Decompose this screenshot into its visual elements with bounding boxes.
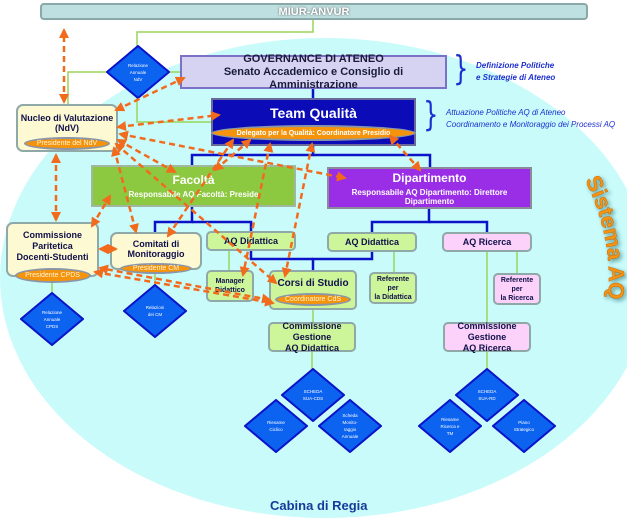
- arrow-ndv-cm: [111, 146, 139, 234]
- dipartimento-title: Dipartimento: [392, 170, 467, 185]
- aq-didattica-dipartimento-box: AQ Didattica: [327, 232, 417, 252]
- doc-riesame-ricerca: Riesame Ricerca e TM: [418, 399, 482, 453]
- doc-relazioni-cm-label: Relazioni dei CM: [145, 305, 165, 317]
- governance-subtitle: Senato Accademico e Consiglio di Amminis…: [223, 65, 404, 91]
- nucleo-role-oval: Presidente del NdV: [24, 137, 110, 150]
- cgd-line1: Commissione Gestione: [282, 320, 342, 342]
- doc-scheda-sua-cds-label: SCHEDA SUA-CDS: [302, 389, 324, 401]
- arrow-cpds-facolta: [90, 194, 112, 228]
- doc-relazione-cpds-label: Relazione Annuale CPDS: [41, 309, 62, 329]
- commissione-gestione-ricerca-box: Commissione Gestione AQ Ricerca: [443, 320, 531, 353]
- aq-didattica-dipartimento-label: AQ Didattica: [344, 237, 399, 247]
- governance-note-line1: Definizione Politiche: [476, 61, 555, 70]
- governance-brace-icon: }: [453, 49, 469, 89]
- sistema-aq-text: Sistema AQ: [580, 171, 627, 300]
- aq-ricerca-box: AQ Ricerca: [442, 232, 532, 252]
- doc-scheda-monitoraggio: Scheda Monito- raggio Annuale: [318, 399, 382, 453]
- arrow-team-facolta: [213, 138, 252, 172]
- doc-scheda-sua-cds: SCHEDA SUA-CDS: [281, 368, 345, 422]
- cpds-title-line1: Commissione Paritetica: [22, 230, 82, 251]
- doc-riesame-ricerca-label: Riesame Ricerca e TM: [440, 416, 460, 436]
- arrow-team-cds: [281, 142, 316, 278]
- cpds-title-line2: Docenti-Studenti: [16, 252, 89, 262]
- corsi-studio-role-oval: Coordinatore CdS: [275, 293, 351, 306]
- nucleo-title: Nucleo di Valutazione (NdV): [20, 113, 114, 133]
- nucleo-role: Presidente del NdV: [36, 140, 98, 147]
- team-note-line1: Attuazione Politiche AQ di Ateneo: [446, 108, 566, 117]
- svg-text:Sistema AQ: Sistema AQ: [581, 172, 627, 300]
- org-line: [429, 220, 489, 232]
- arrow-team-dipartimento: [388, 134, 422, 172]
- doc-riesame-ciclico: Riesame Ciclico: [244, 399, 308, 453]
- referente-ricerca-line2: la Ricerca: [500, 294, 534, 302]
- governance-note: Definizione Politiche e Strategie di Ate…: [476, 60, 555, 84]
- team-qualita-title: Team Qualità: [270, 105, 357, 121]
- doc-scheda-sua-rd-label: SCHEDA SUA-RD: [477, 389, 497, 401]
- referente-didattica-box: Referente per la Didattica: [369, 272, 417, 304]
- team-note-line2: Coordinamento e Monitoraggio dei Process…: [446, 120, 616, 129]
- org-line: [370, 209, 431, 232]
- referente-ricerca-line1: Referente per: [500, 276, 534, 293]
- doc-piano-strategico-label: Piano Strategico: [513, 420, 535, 432]
- arrow-ndv-governance: [114, 76, 186, 112]
- governance-box: GOVERNANCE DI ATENEO Senato Accademico e…: [180, 52, 447, 91]
- dipartimento-box: Dipartimento Responsabile AQ Dipartiment…: [327, 167, 532, 209]
- governance-note-line2: e Strategie di Ateneo: [476, 73, 556, 82]
- team-note: Attuazione Politiche AQ di Ateneo Coordi…: [446, 107, 615, 131]
- doc-relazione-cpds: Relazione Annuale CPDS: [20, 292, 84, 346]
- cgd-line2: AQ Didattica: [284, 342, 339, 353]
- miur-anvur-label: MIUR-ANVUR: [278, 5, 350, 18]
- doc-riesame-ciclico-label: Riesame Ciclico: [267, 420, 285, 432]
- doc-piano-strategico: Piano Strategico: [492, 399, 556, 453]
- governance-title: GOVERNANCE DI ATENEO: [243, 52, 384, 65]
- cpds-box: Commissione Paritetica Docenti-Studenti …: [6, 222, 99, 283]
- commissione-gestione-didattica-box: Commissione Gestione AQ Didattica: [268, 320, 356, 353]
- referente-ricerca-box: Referente per la Ricerca: [493, 273, 541, 305]
- corsi-studio-role: Coordinatore CdS: [284, 296, 342, 303]
- link-line: [136, 20, 314, 48]
- miur-anvur-bar: MIUR-ANVUR: [40, 3, 588, 20]
- doc-scheda-monitoraggio-label: Scheda Monito- raggio Annuale: [341, 413, 359, 439]
- cgr-line2: AQ Ricerca: [462, 342, 512, 353]
- cgr-line1: Commissione Gestione: [457, 320, 517, 342]
- cpds-role-oval: Presidente CPDS: [14, 268, 91, 283]
- cabina-di-regia-label: Cabina di Regia: [270, 498, 368, 513]
- corsi-studio-title: Corsi di Studio: [277, 278, 349, 289]
- referente-didattica-line1: Referente per: [376, 275, 410, 292]
- org-line: [313, 153, 432, 167]
- team-brace-icon: }: [423, 95, 439, 135]
- dipartimento-subtitle: Responsabile AQ Dipartimento: Direttore …: [351, 187, 508, 206]
- nucleo-valutazione-box: Nucleo di Valutazione (NdV) Presidente d…: [16, 104, 118, 152]
- arrow-cds-cpds: [98, 264, 272, 304]
- referente-didattica-line2: la Didattica: [374, 293, 412, 301]
- aq-ricerca-label: AQ Ricerca: [462, 237, 512, 247]
- cpds-role: Presidente CPDS: [25, 272, 80, 279]
- arrow-team-manager: [239, 142, 274, 277]
- arrow-ndv-team: [116, 110, 221, 132]
